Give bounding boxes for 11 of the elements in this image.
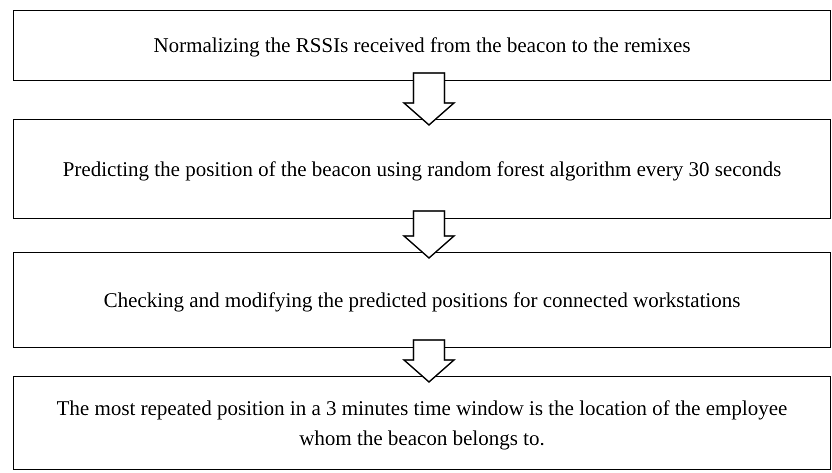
process-box [13,10,831,81]
process-box [13,376,831,470]
process-box [13,119,831,219]
step-text: The most repeated position in a 3 minutes time window is the location of the employee whom the beacon belongs to. [56,394,788,452]
step-text: Checking and modifying the predicted positions for connected workstations [102,286,742,314]
block-arrow [402,339,456,383]
block-arrow [402,210,456,259]
block-arrow [402,72,456,126]
step-text: Normalizing the RSSIs received from the beacon to the remixes [152,32,692,60]
step-text: Predicting the position of the beacon using random forest algorithm every 30 seconds [62,156,782,183]
process-box [13,252,831,348]
